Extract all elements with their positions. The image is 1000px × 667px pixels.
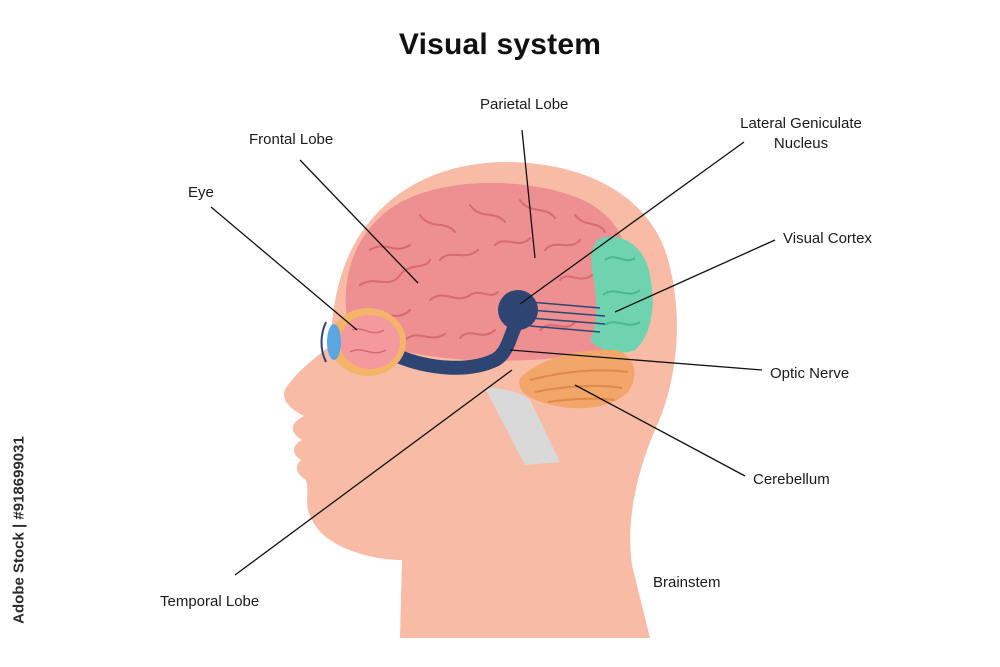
label-temporal-lobe: Temporal Lobe	[160, 593, 260, 610]
label-visual-cortex: Visual Cortex	[783, 230, 872, 247]
lateral-geniculate-nucleus	[498, 290, 538, 330]
brain	[345, 182, 631, 361]
cerebellum	[519, 349, 635, 409]
optic-radiations	[529, 301, 606, 333]
diagram-title: Visual system	[398, 28, 602, 61]
leader-lines	[210, 129, 776, 576]
label-optic-nerve: Optic Nerve	[770, 365, 850, 382]
label-brainstem: Brainstem	[653, 574, 721, 591]
eye	[320, 308, 406, 376]
watermark-text: Adobe Stock | #918699031	[10, 436, 28, 624]
label-frontal-lobe: Frontal Lobe	[249, 131, 334, 148]
stock-watermark: Adobe Stock | #918699031	[8, 430, 30, 630]
brainstem	[485, 388, 560, 465]
label-lgn-line1: Lateral Geniculate	[740, 115, 862, 132]
label-cerebellum: Cerebellum	[753, 471, 830, 488]
label-eye: Eye	[188, 184, 214, 201]
brain-folds	[359, 199, 606, 341]
optic-nerve	[388, 311, 527, 375]
label-lgn-line2: Nucleus	[773, 135, 829, 152]
label-parietal-lobe: Parietal Lobe	[480, 96, 569, 113]
label-lateral-geniculate-nucleus: Lateral Geniculate Nucleus	[728, 114, 874, 154]
